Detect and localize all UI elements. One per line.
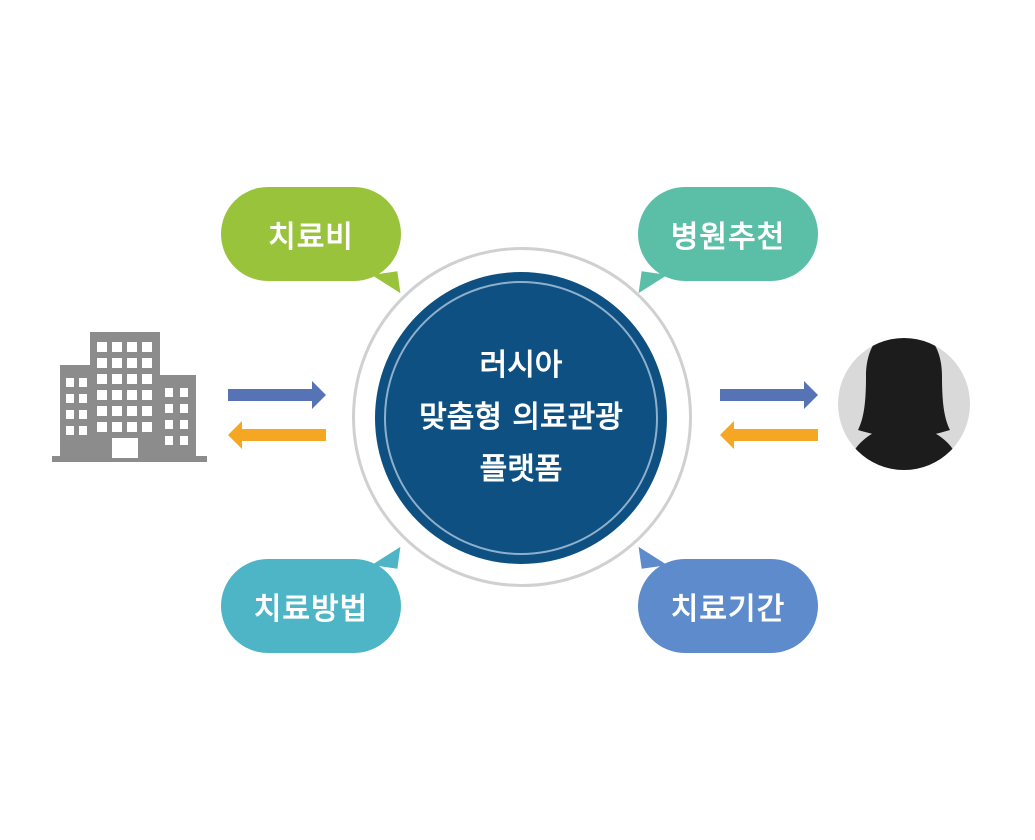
arrow-left-right-side [720, 421, 818, 449]
person-silhouette-icon [838, 338, 970, 470]
bubble-treatment-period: 치료기간 [638, 543, 818, 653]
arrow-left-left-side [228, 421, 326, 449]
center-title-line3: 플랫폼 [479, 452, 563, 487]
inner-ring [384, 281, 658, 555]
bubble-treatment-cost: 치료비 [221, 187, 401, 297]
bubble-treatment-method: 치료방법 [221, 543, 401, 653]
arrow-right-right-side [720, 381, 818, 409]
building-icon [52, 332, 207, 462]
center-title-line1: 러시아 [479, 348, 563, 383]
bubble-treatment-method-label: 치료방법 [253, 592, 369, 627]
bubble-hospital-recommendation: 병원추천 [638, 187, 818, 297]
bubble-treatment-cost-label: 치료비 [268, 220, 354, 255]
center-title: 러시아 맞춤형 의료관광 플랫폼 [375, 272, 667, 564]
bubble-hospital-recommendation-label: 병원추천 [670, 220, 786, 255]
bubble-treatment-period-label: 치료기간 [670, 592, 786, 627]
arrow-right-left-side [228, 381, 326, 409]
center-title-line2: 맞춤형 의료관광 [419, 400, 623, 435]
